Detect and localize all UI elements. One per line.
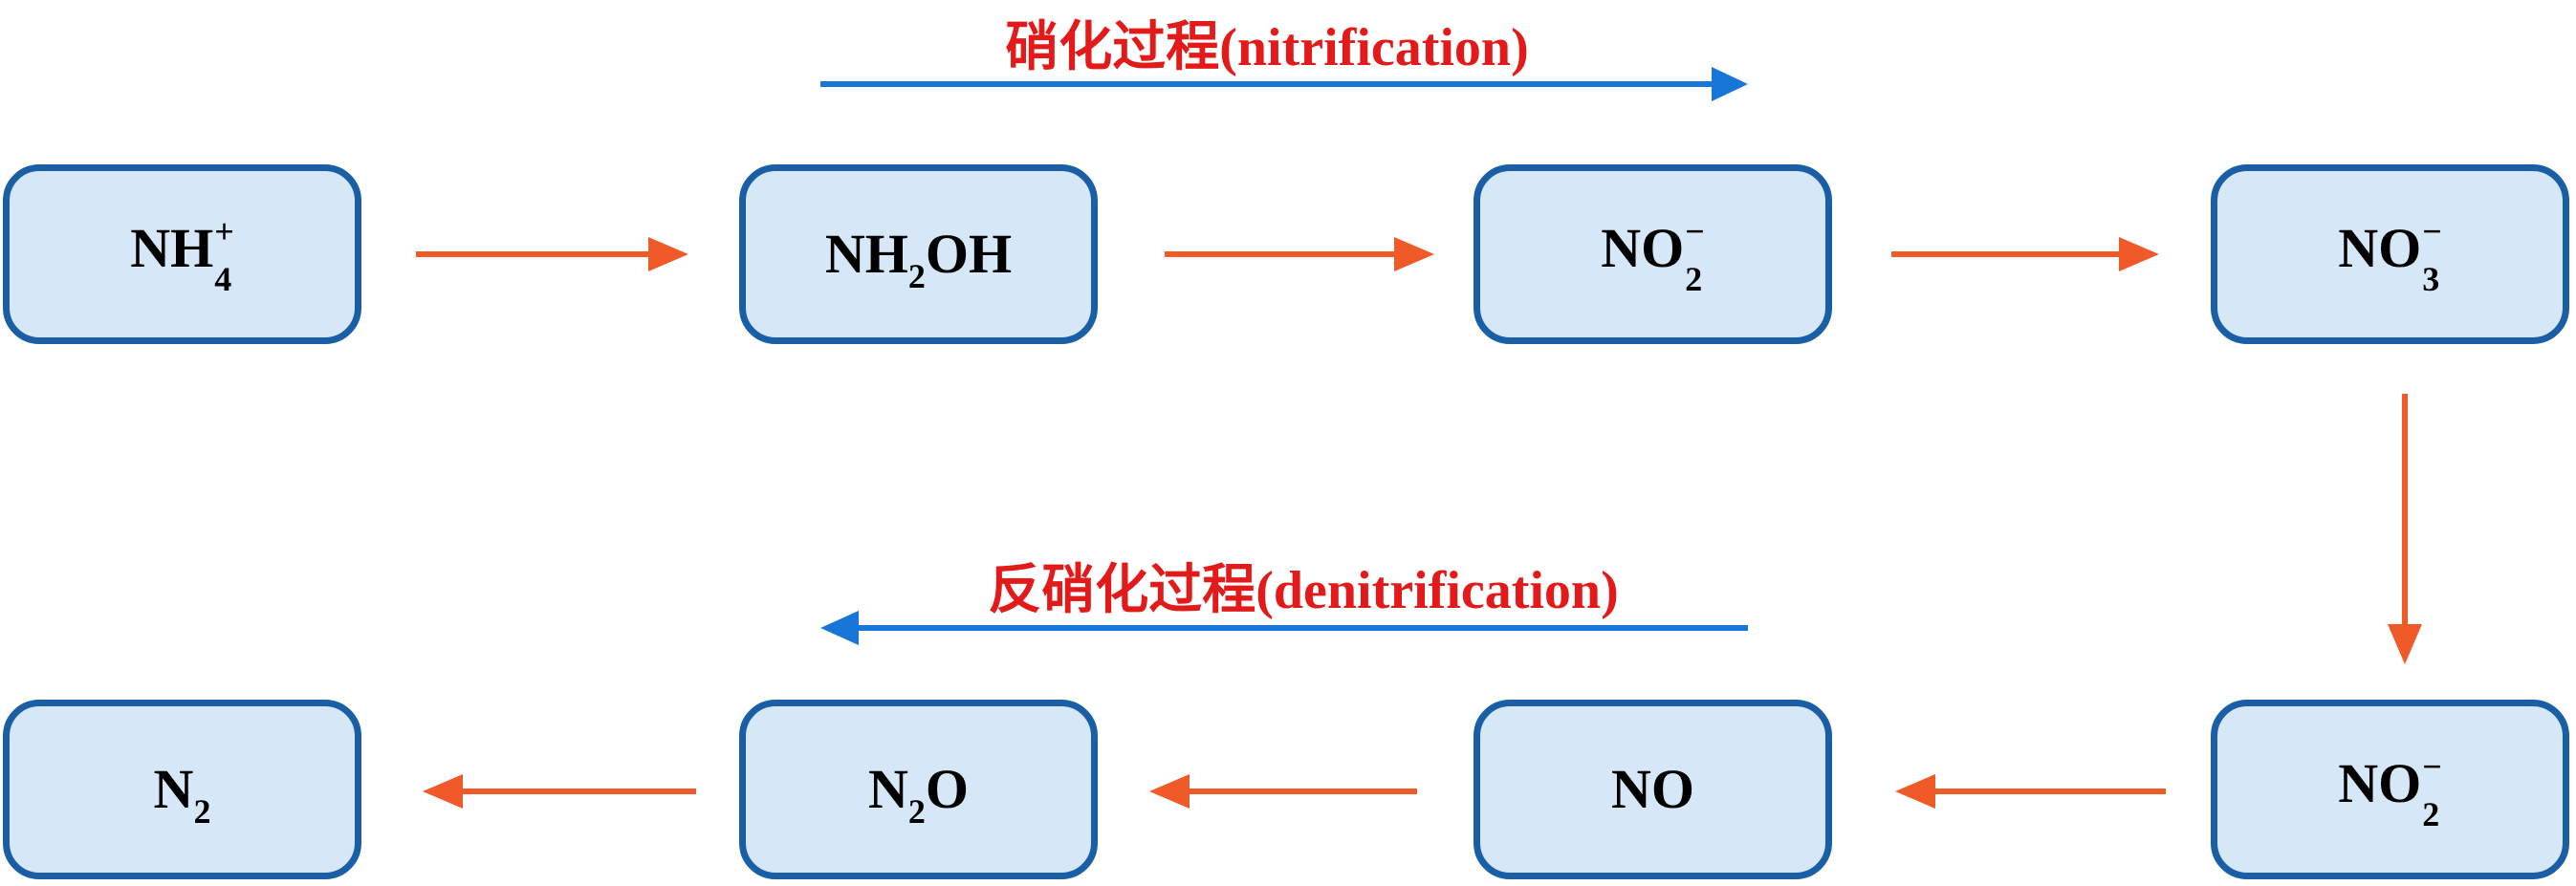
node-dinitrogen-subscript: 2 bbox=[193, 792, 211, 831]
node-dinitrogen: N2 bbox=[3, 700, 361, 879]
node-hydroxylamine-base: NH bbox=[824, 223, 908, 285]
node-dinitrogen-base: N bbox=[153, 758, 194, 820]
node-nitrite-bottom-subscript: 2 bbox=[2422, 795, 2440, 833]
node-hydroxylamine: NH2OH bbox=[739, 164, 1098, 344]
node-ammonium-charge: + bbox=[214, 212, 234, 250]
node-nitrate-charge: − bbox=[2422, 212, 2442, 250]
denitrification-title: 反硝化过程(denitrification) bbox=[988, 561, 1619, 620]
node-nitrous-oxide-base: N bbox=[867, 758, 908, 820]
node-nitrite-top-subscript: 2 bbox=[1685, 260, 1703, 298]
flow-arrow-nh4-to-nh2oh bbox=[416, 237, 688, 271]
node-ammonium: NH+4 bbox=[3, 164, 361, 344]
node-nitrite-top-base: NO bbox=[1601, 217, 1685, 280]
node-nitric-oxide: NO bbox=[1474, 700, 1832, 879]
flow-arrow-no2-to-no bbox=[1895, 774, 2166, 809]
nitrification-title: 硝化过程(nitrification) bbox=[1005, 18, 1529, 77]
node-nitrate-subscript: 3 bbox=[2422, 260, 2440, 298]
node-nitrous-oxide-subscript: 2 bbox=[907, 792, 926, 831]
flow-arrow-no3-to-no2 bbox=[2388, 394, 2422, 664]
flow-arrow-no2-to-no3 bbox=[1891, 237, 2159, 271]
flow-arrow-no-to-n2o bbox=[1149, 774, 1417, 809]
denitrification-process-arrow bbox=[820, 611, 1748, 645]
node-nitrate-base: NO bbox=[2338, 217, 2422, 280]
node-ammonium-base: NH bbox=[130, 217, 214, 280]
node-nitrite-top-charge: − bbox=[1685, 212, 1705, 250]
node-hydroxylamine-subscript: 2 bbox=[907, 257, 926, 295]
node-ammonium-subscript: 4 bbox=[214, 260, 232, 298]
flow-arrow-n2o-to-n2 bbox=[423, 774, 696, 809]
node-nitrous-oxide: N2O bbox=[739, 700, 1098, 879]
node-nitrite-top: NO− 2 bbox=[1474, 164, 1832, 344]
node-nitric-oxide-base: NO bbox=[1611, 758, 1694, 820]
nitrification-process-arrow bbox=[820, 67, 1748, 101]
node-nitrite-bottom: NO− 2 bbox=[2211, 700, 2569, 879]
node-nitrous-oxide-tail: O bbox=[925, 758, 969, 820]
node-nitrite-bottom-base: NO bbox=[2338, 752, 2422, 815]
node-hydroxylamine-tail: OH bbox=[925, 223, 1013, 285]
node-nitrite-bottom-charge: − bbox=[2422, 747, 2442, 786]
flow-arrow-nh2oh-to-no2 bbox=[1165, 237, 1434, 271]
node-nitrate: NO− 3 bbox=[2211, 164, 2569, 344]
